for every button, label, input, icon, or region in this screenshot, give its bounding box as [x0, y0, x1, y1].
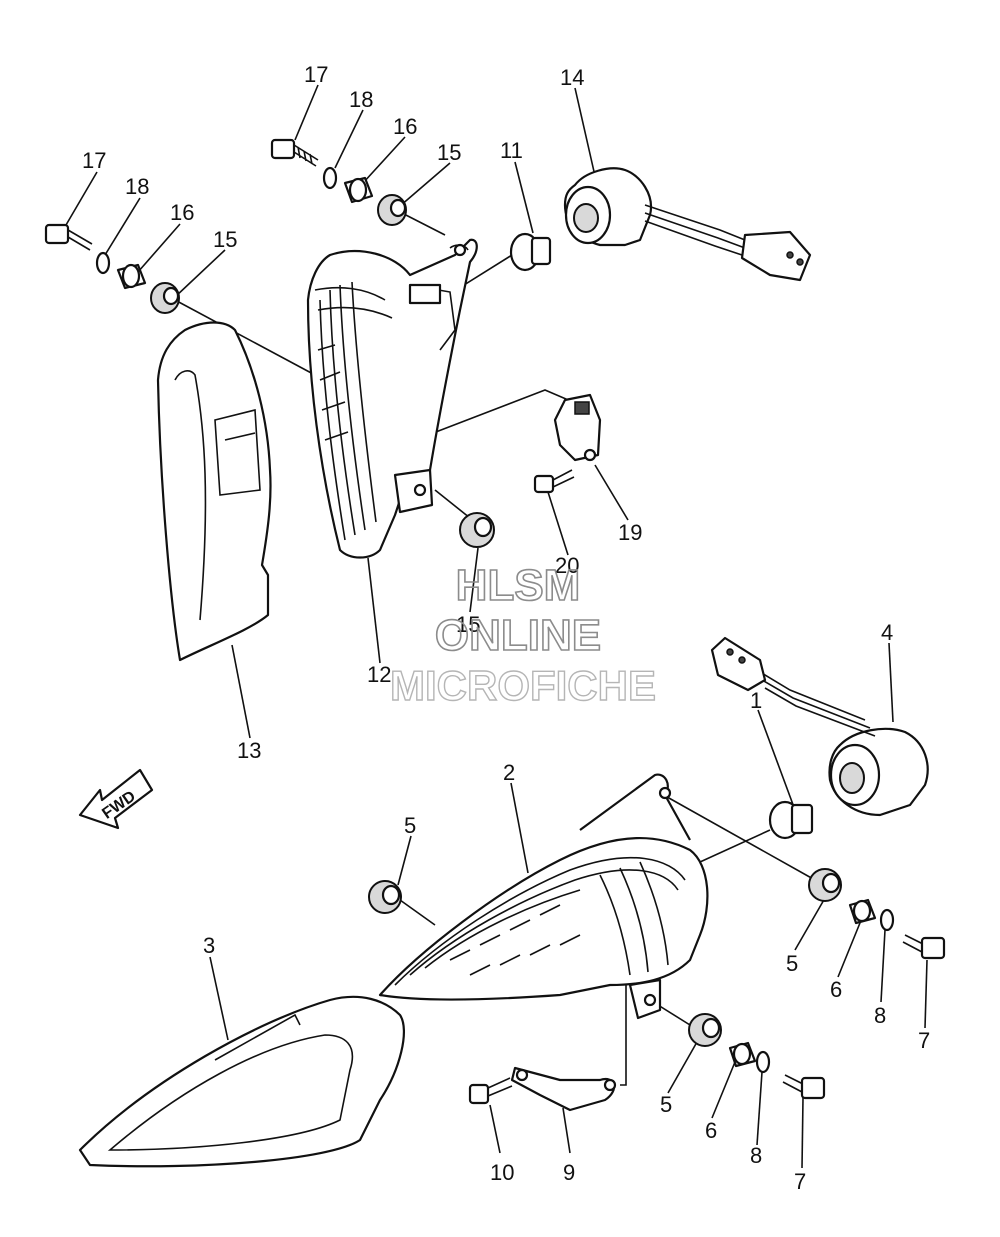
part-16-collar-upper-right — [343, 176, 374, 204]
part-12-lamp — [306, 238, 478, 559]
part-17-bolt-upper-left — [44, 223, 93, 251]
part-7-bolt-bottom — [782, 1074, 826, 1100]
callout-14: 14 — [560, 65, 584, 90]
callout-10: 10 — [490, 1160, 514, 1185]
part-5-grommet-left — [368, 880, 402, 914]
callout-12: 12 — [367, 662, 391, 687]
watermark-line-2: ONLINE — [435, 611, 601, 660]
part-9-bracket — [510, 1066, 617, 1112]
callout-7: 7 — [918, 1028, 930, 1053]
part-19-bracket — [553, 393, 602, 462]
watermark-line-3: MICROFICHE — [390, 662, 656, 709]
part-6-collar-right — [848, 898, 877, 925]
callout-4: 4 — [881, 620, 893, 645]
callout-16: 16 — [393, 114, 417, 139]
callout-19: 19 — [618, 520, 642, 545]
part-18-washer-upper-right — [322, 166, 338, 190]
part-15-grommet-center — [459, 512, 495, 548]
callout-8: 8 — [874, 1003, 886, 1028]
callout-8: 8 — [750, 1143, 762, 1168]
part-6-collar-bottom — [728, 1041, 757, 1068]
watermark: HLSM ONLINE MICROFICHE — [389, 560, 656, 710]
callout-15: 15 — [437, 140, 461, 165]
part-18-washer-upper-left — [95, 251, 111, 275]
callout-5: 5 — [404, 813, 416, 838]
callout-5: 5 — [660, 1092, 672, 1117]
part-17-bolt-upper-right — [270, 138, 319, 167]
callout-5: 5 — [786, 951, 798, 976]
part-20-screw — [533, 469, 575, 494]
part-8-washer-bottom — [755, 1050, 771, 1074]
callout-6: 6 — [830, 977, 842, 1002]
callout-15: 15 — [456, 612, 480, 637]
part-3-cover — [78, 995, 405, 1168]
callout-labels: 17 18 16 15 17 18 16 15 11 14 19 20 15 1… — [82, 62, 930, 1194]
part-15-grommet-upper-left — [150, 282, 180, 314]
callout-17: 17 — [304, 62, 328, 87]
callout-15: 15 — [213, 227, 237, 252]
callout-16: 16 — [170, 200, 194, 225]
part-5-grommet-right — [808, 868, 842, 902]
leader-lines — [65, 84, 928, 1169]
callout-3: 3 — [203, 933, 215, 958]
callout-9: 9 — [563, 1160, 575, 1185]
part-2-lamp — [378, 773, 709, 1020]
part-11-bulb — [509, 232, 552, 272]
part-7-bolt-right — [902, 934, 946, 960]
callout-11: 11 — [500, 138, 523, 163]
callout-20: 20 — [555, 553, 579, 578]
part-1-bulb — [768, 800, 814, 840]
callout-18: 18 — [349, 87, 373, 112]
fwd-arrow-icon: FWD — [78, 768, 154, 830]
part-16-collar-upper-left — [116, 263, 147, 290]
part-15-grommet-upper-right — [377, 194, 407, 226]
callout-17: 17 — [82, 148, 106, 173]
watermark-line-1: HLSM — [456, 561, 581, 610]
callout-2: 2 — [503, 760, 515, 785]
part-13-cover — [156, 321, 272, 662]
part-10-screw — [468, 1077, 513, 1105]
part-14-socket — [563, 167, 812, 282]
callout-18: 18 — [125, 174, 149, 199]
callout-13: 13 — [237, 738, 261, 763]
part-4-socket — [710, 636, 929, 817]
callout-1: 1 — [750, 688, 762, 713]
callout-6: 6 — [705, 1118, 717, 1143]
part-5-grommet-bottom — [688, 1013, 722, 1047]
callout-7: 7 — [794, 1169, 806, 1194]
part-8-washer-right — [879, 908, 895, 932]
